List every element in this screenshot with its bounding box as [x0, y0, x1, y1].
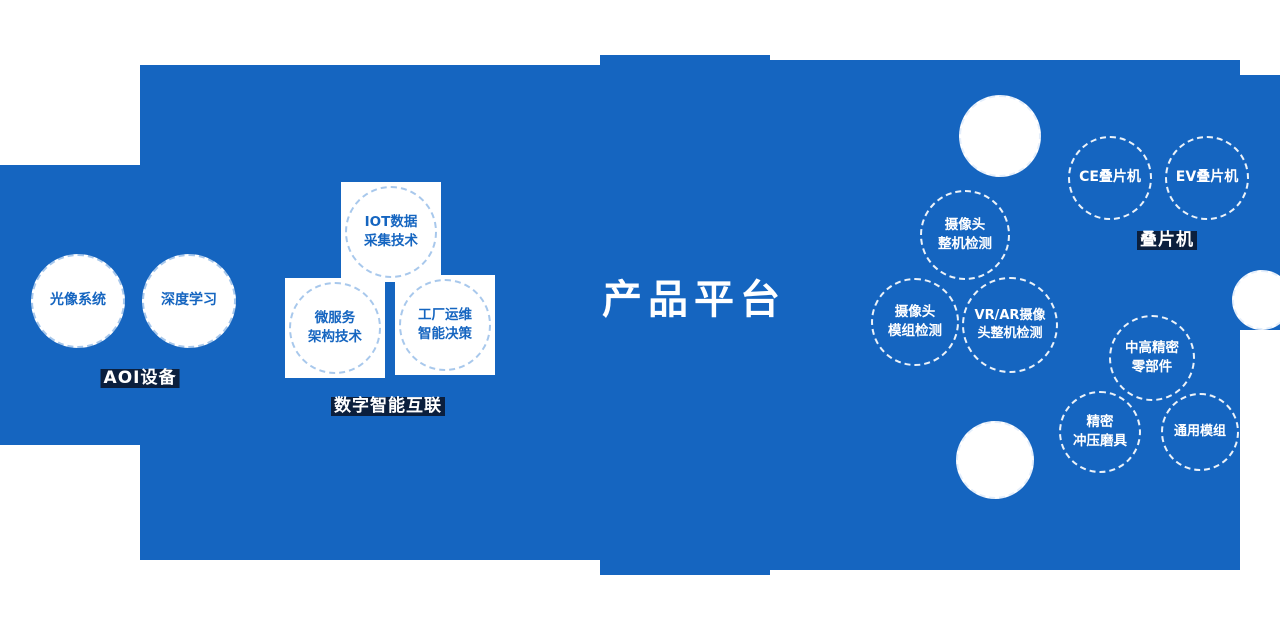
node-ev-stacking-machine: EV叠片机	[1165, 136, 1249, 220]
page-title: 产品平台	[602, 277, 786, 323]
section-label-digital-interconnect: 数字智能互联	[331, 397, 445, 416]
node-precision-parts: 中高精密 零部件	[1109, 315, 1195, 401]
node-camera-machine-test: 摄像头 整机检测	[920, 190, 1010, 280]
node-ce-stacking-machine: CE叠片机	[1068, 136, 1152, 220]
section-label-aoi-equipment: AOI设备	[100, 369, 180, 388]
node-general-module: 通用模组	[1161, 393, 1239, 471]
node-microservice-architecture: 微服务 架构技术	[289, 282, 381, 374]
node-camera-module-test: 摄像头 模组检测	[871, 278, 959, 366]
node-optical-system: 光像系统	[31, 254, 125, 348]
node-stamping-die: 精密 冲压磨具	[1059, 391, 1141, 473]
background-blob-center	[600, 55, 770, 575]
node-deep-learning: 深度学习	[142, 254, 236, 348]
section-label-stacking-machine: 叠片机	[1137, 231, 1197, 250]
decorative-circle-bottom	[956, 421, 1034, 499]
decorative-circle-top	[959, 95, 1041, 177]
node-factory-ops-decision: 工厂运维 智能决策	[399, 279, 491, 371]
node-vrar-camera-test: VR/AR摄像 头整机检测	[962, 277, 1058, 373]
decorative-circle-edge	[1232, 270, 1280, 330]
node-iot-data-collection: IOT数据 采集技术	[345, 186, 437, 278]
